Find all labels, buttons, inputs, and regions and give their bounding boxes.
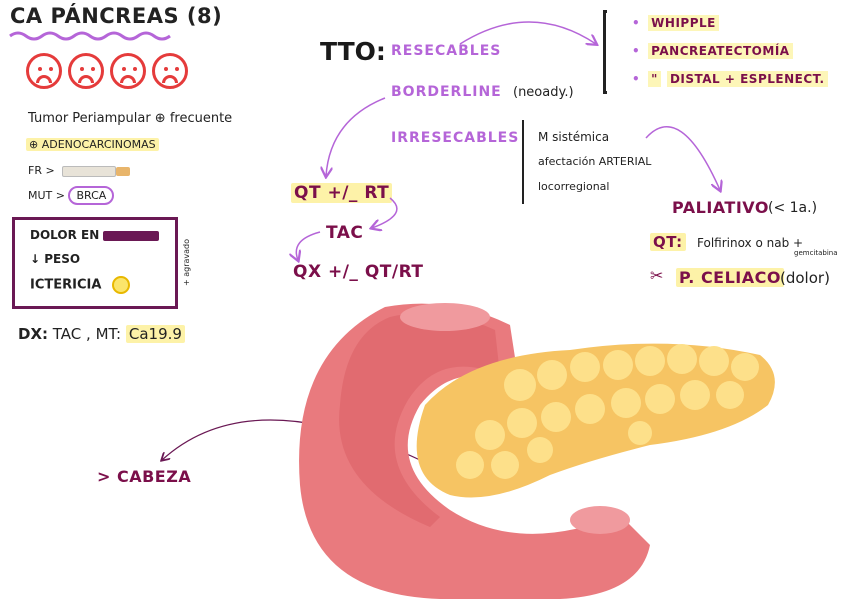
pancreas-lobules <box>456 344 759 479</box>
mut-label: MUT > <box>28 189 65 202</box>
peso-label: ↓ PESO <box>30 252 81 266</box>
borderline-note: (neoady.) <box>513 85 574 100</box>
cigarette-filter-icon <box>116 166 131 176</box>
ictericia-row: ICTERICIA <box>30 276 130 294</box>
ictericia-label: ICTERICIA <box>30 277 102 293</box>
adeno-note: ⊕ ADENOCARCINOMAS <box>26 138 159 151</box>
qt-sub: gemcitabina <box>794 249 838 257</box>
celiaco-label: P. CELIACO <box>676 268 784 287</box>
brca-badge: BRCA <box>68 186 115 205</box>
pancreas-illustration <box>299 303 775 599</box>
dolor-row: DOLOR EN <box>30 228 160 242</box>
paliativo-label: PALIATIVO <box>672 198 769 217</box>
surgery-brace <box>603 10 607 94</box>
cabeza-label: > CABEZA <box>97 467 192 486</box>
irresecables-label: IRRESECABLES <box>391 130 520 146</box>
sad-face-icon <box>152 53 188 89</box>
qt-text: Folfirinox o nab + <box>697 236 804 250</box>
surgery-distal: •"DISTAL + ESPLENECT. <box>632 71 828 87</box>
page-title: CA PÁNCREAS (8) <box>10 4 223 28</box>
arrow-tac-qx <box>296 231 321 260</box>
dx-marker: Ca19.9 <box>125 325 185 343</box>
tto-label: TTO: <box>320 37 386 66</box>
tumor-note: Tumor Periampular ⊕ frecuente <box>28 111 233 126</box>
qx-label: QX +/_ QT/RT <box>293 262 424 282</box>
sad-face-icon <box>110 53 146 89</box>
fr-label: FR > <box>28 164 55 177</box>
irr-item: M sistémica <box>538 130 610 144</box>
dx-label: DX: <box>18 325 49 343</box>
sad-face-icon <box>68 53 104 89</box>
surgery-whipple: •WHIPPLE <box>632 15 719 31</box>
surgery-pancreatectomia: •PANCREATECTOMÍA <box>632 43 793 59</box>
symptoms-box <box>12 217 178 309</box>
qt-rt-label: QT +/_ RT <box>291 183 393 203</box>
arrow-paliativo <box>645 126 720 190</box>
dx-row: DX: TAC , MT: Ca19.9 <box>18 325 185 343</box>
fr-row: FR > <box>28 164 131 177</box>
dolor-label: DOLOR EN <box>30 228 100 242</box>
irr-item: locorregional <box>538 180 610 193</box>
borderline-label: BORDERLINE <box>391 84 502 100</box>
paliativo-note: (< 1a.) <box>768 200 818 216</box>
sad-face-icon <box>26 53 62 89</box>
arrow-qtrt-tac <box>372 197 398 228</box>
resecables-label: RESECABLES <box>391 43 502 59</box>
yellow-face-icon <box>111 276 130 294</box>
tac-label: TAC <box>326 223 364 243</box>
duodenum-opening <box>400 303 490 331</box>
irr-item: afectación ARTERIAL <box>538 155 652 168</box>
mut-row: MUT > BRCA <box>28 186 115 205</box>
arrow-borderline <box>326 97 386 176</box>
scissors-icon: ✂ <box>650 266 664 285</box>
arrow-resecables <box>459 21 596 44</box>
cigarette-icon <box>62 165 117 177</box>
qt-label: QT: <box>650 233 686 251</box>
belt-icon <box>103 230 160 241</box>
dx-text: TAC , MT: <box>52 325 122 343</box>
title-underline <box>9 31 171 41</box>
celiaco-note: (dolor) <box>780 269 830 287</box>
duodenum-shade <box>339 313 500 527</box>
irr-bracket <box>522 120 524 204</box>
duodenum-end <box>570 506 630 534</box>
